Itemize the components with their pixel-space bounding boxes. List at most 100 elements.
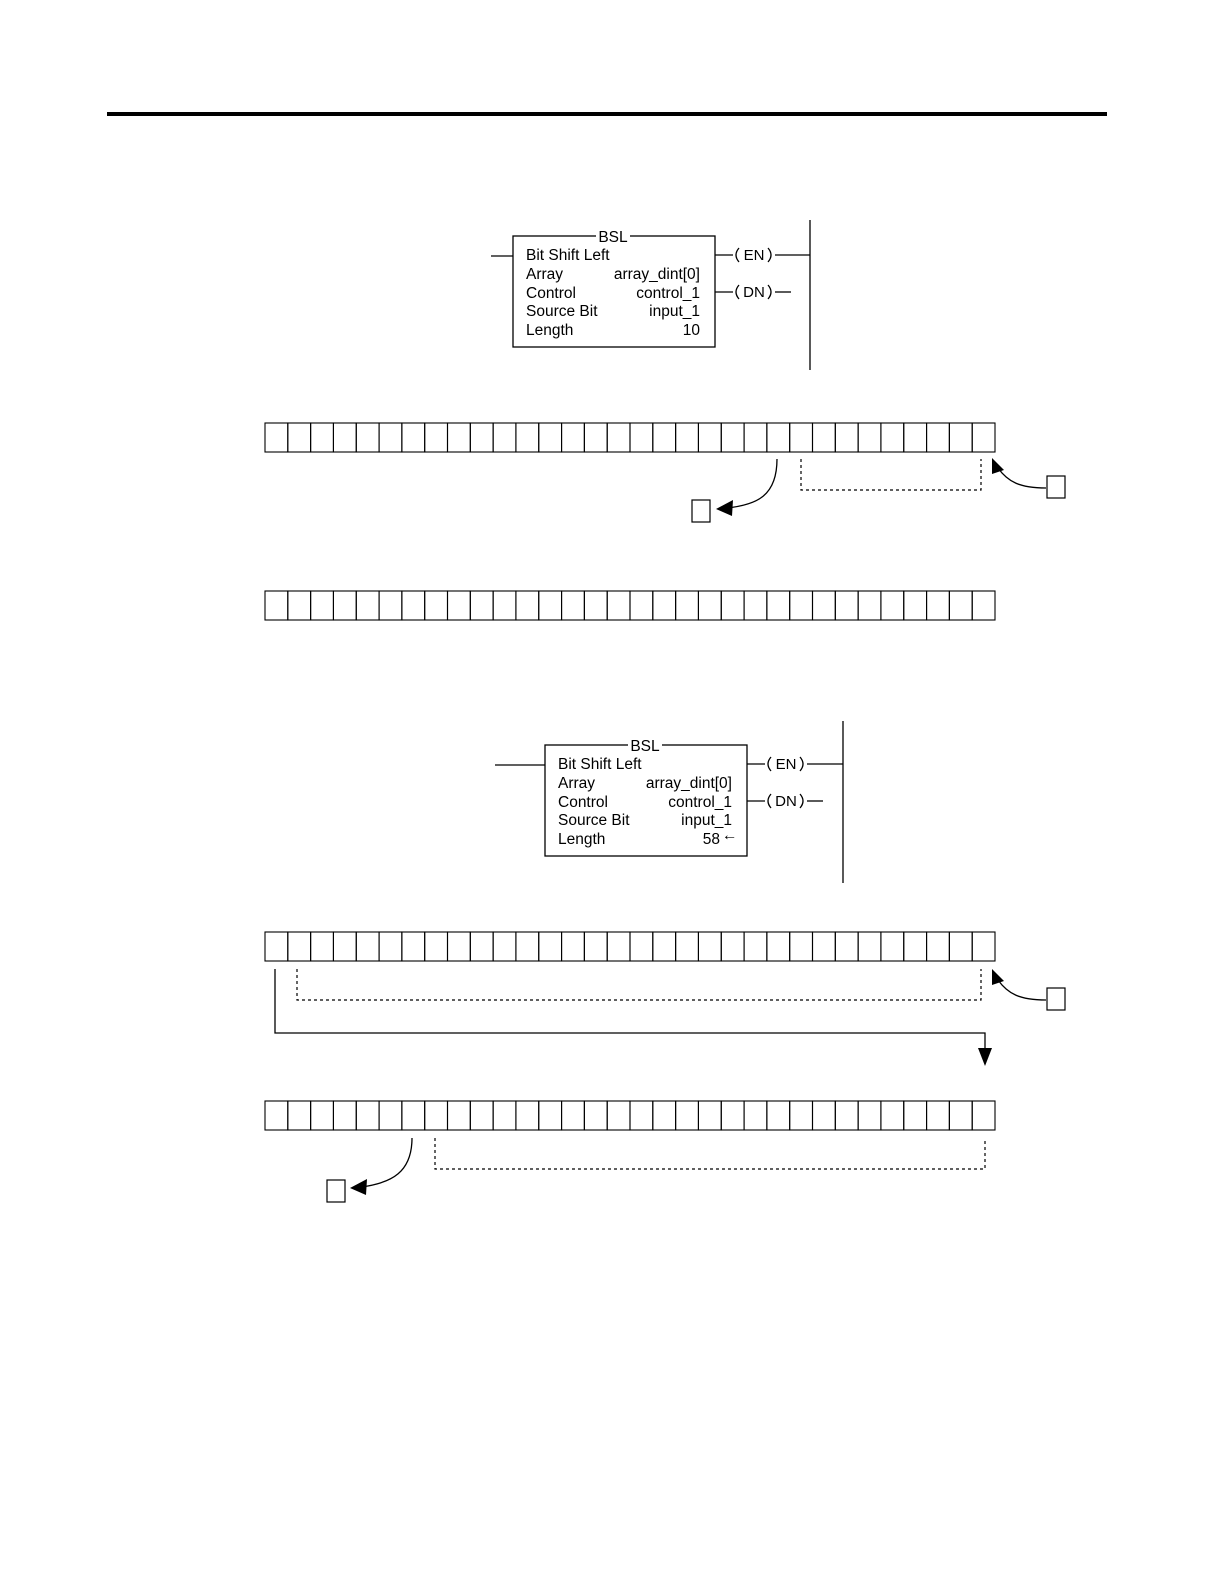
shift-annotations-2	[275, 969, 1065, 1066]
param-value-control: control_1	[636, 285, 700, 302]
bit-cell	[356, 591, 379, 620]
bit-cell	[607, 932, 630, 961]
param-label-length: Length	[526, 322, 573, 339]
bit-cell	[607, 1101, 630, 1130]
bit-cell	[744, 1101, 767, 1130]
bit-cell	[972, 932, 995, 961]
bit-cell	[311, 423, 334, 452]
bit-cell	[607, 423, 630, 452]
bit-cell	[927, 591, 950, 620]
bit-cell	[927, 1101, 950, 1130]
bit-cell	[813, 932, 836, 961]
bsl-title: BSL	[598, 229, 628, 246]
bit-cell	[265, 423, 288, 452]
bit-cell	[562, 423, 585, 452]
bit-cell	[835, 423, 858, 452]
bit-cell	[288, 591, 311, 620]
bit-cell	[904, 591, 927, 620]
coil-dn: DN	[775, 793, 797, 810]
bit-cell	[493, 1101, 516, 1130]
bit-cell	[790, 1101, 813, 1130]
bit-cell	[311, 1101, 334, 1130]
bit-cell	[790, 591, 813, 620]
bit-cell	[676, 932, 699, 961]
bit-cell	[402, 423, 425, 452]
bit-cell	[744, 423, 767, 452]
bit-cell	[265, 1101, 288, 1130]
coil-dn: DN	[743, 284, 765, 301]
coil-en: EN	[744, 247, 765, 264]
ladder-rung-2: BSL Bit Shift Left Array array_dint[0] C…	[495, 721, 843, 883]
bit-cell	[333, 591, 356, 620]
bit-cell	[516, 423, 539, 452]
bit-cell	[470, 1101, 493, 1130]
bit-cell	[881, 591, 904, 620]
shift-annotations-3	[327, 1138, 985, 1202]
source-bit-box	[1047, 476, 1065, 498]
bit-cell	[584, 591, 607, 620]
bit-cell	[493, 591, 516, 620]
bit-array-row-2	[265, 591, 995, 620]
bit-cell	[653, 932, 676, 961]
bit-cell	[676, 591, 699, 620]
bit-cell	[721, 932, 744, 961]
bit-cell	[311, 932, 334, 961]
bit-cell	[493, 423, 516, 452]
coil-en: EN	[776, 756, 797, 773]
bit-cell	[333, 423, 356, 452]
bit-cell	[630, 932, 653, 961]
bit-cell	[562, 591, 585, 620]
shift-bracket	[801, 459, 981, 490]
bit-cell	[333, 1101, 356, 1130]
bit-cell	[630, 591, 653, 620]
bit-cell	[835, 932, 858, 961]
param-label-control: Control	[558, 794, 608, 811]
bit-cell	[425, 1101, 448, 1130]
bit-cell	[881, 423, 904, 452]
bit-cell	[698, 591, 721, 620]
bit-cell	[379, 591, 402, 620]
bit-cell	[949, 423, 972, 452]
source-bit-arrow	[998, 980, 1046, 1000]
bit-cell	[813, 1101, 836, 1130]
param-value-source-bit: input_1	[649, 303, 700, 320]
bit-cell	[858, 932, 881, 961]
bit-cell	[904, 423, 927, 452]
bit-cell	[288, 932, 311, 961]
bit-cell	[493, 932, 516, 961]
shift-bracket	[297, 969, 981, 1000]
bit-cell	[448, 423, 471, 452]
bit-cell	[767, 932, 790, 961]
bit-cell	[584, 423, 607, 452]
wrap-connector	[275, 969, 985, 1050]
bit-cell	[653, 1101, 676, 1130]
bit-cell	[927, 423, 950, 452]
bit-cell	[721, 423, 744, 452]
bit-cell	[676, 423, 699, 452]
param-label-array: Array	[526, 266, 563, 283]
bsl-title: BSL	[630, 738, 660, 755]
source-bit-box	[1047, 988, 1065, 1010]
bit-cell	[744, 591, 767, 620]
bit-cell	[562, 1101, 585, 1130]
bit-cell	[516, 932, 539, 961]
bit-cell	[744, 932, 767, 961]
bit-cell	[698, 1101, 721, 1130]
bit-cell	[288, 1101, 311, 1130]
bit-cell	[265, 932, 288, 961]
unload-bit-box	[327, 1180, 345, 1202]
bit-array-row-1	[265, 423, 995, 452]
bit-cell	[425, 591, 448, 620]
unload-arrow	[361, 1138, 412, 1187]
bit-cell	[470, 423, 493, 452]
bit-cell	[767, 1101, 790, 1130]
bit-cell	[539, 932, 562, 961]
bit-cell	[972, 1101, 995, 1130]
bit-cell	[835, 591, 858, 620]
bit-cell	[539, 591, 562, 620]
bit-cell	[858, 1101, 881, 1130]
bit-array-row-3	[265, 932, 995, 961]
bit-cell	[813, 591, 836, 620]
param-label-array: Array	[558, 775, 595, 792]
bit-cell	[881, 1101, 904, 1130]
